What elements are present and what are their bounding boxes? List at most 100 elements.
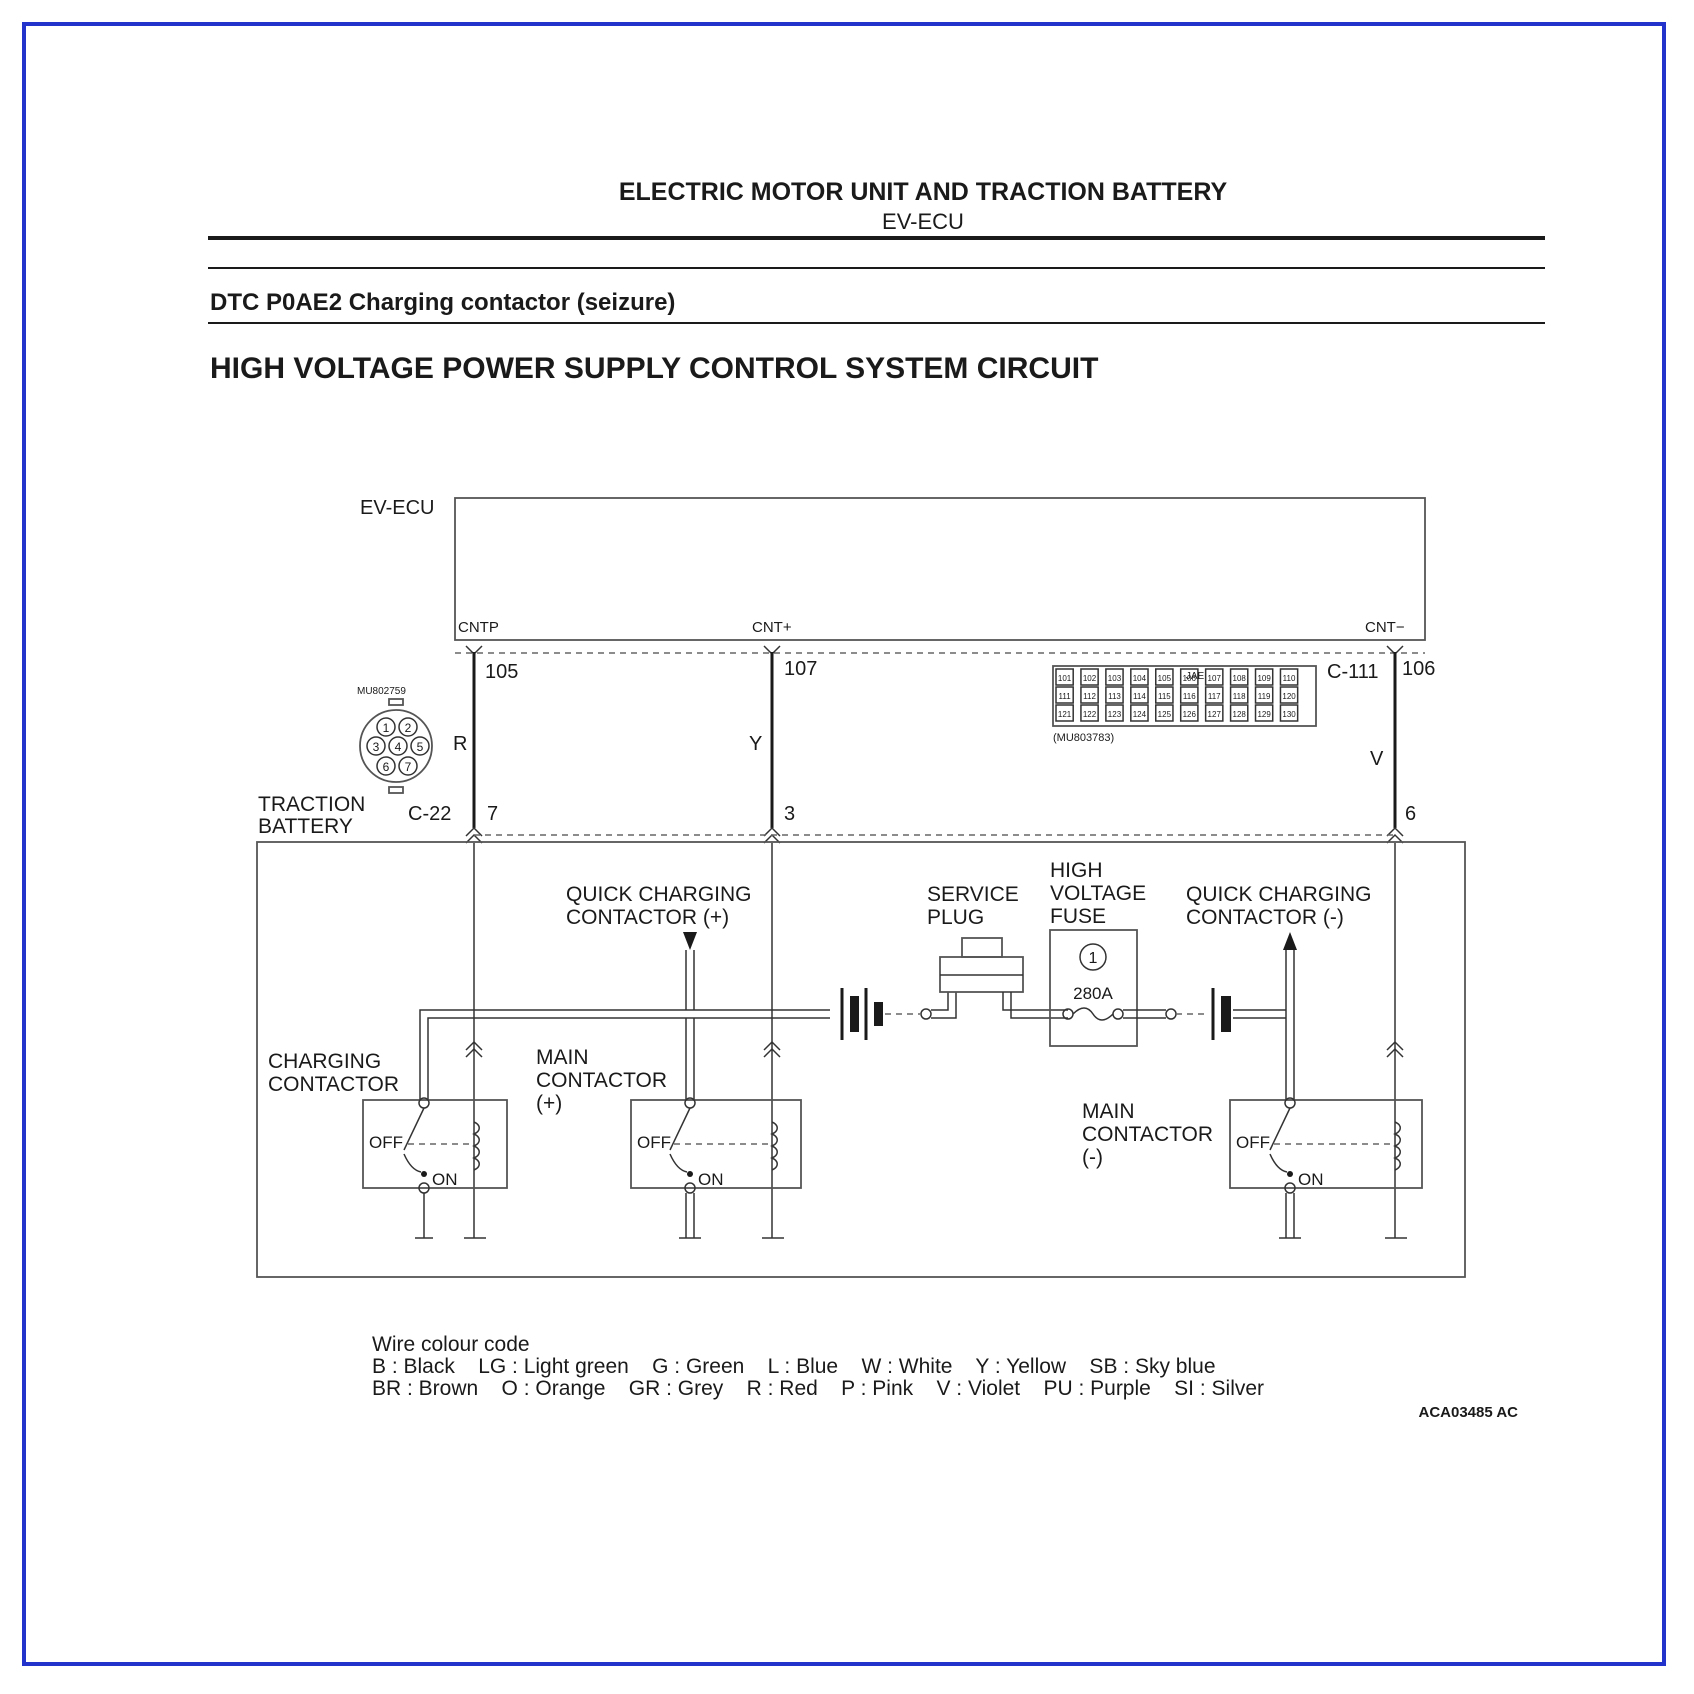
pin-105: 105 — [485, 661, 518, 683]
hv-fuse-label-3: FUSE — [1050, 905, 1106, 928]
arrow-down-icon — [683, 932, 697, 950]
c111-pin-number: 128 — [1233, 710, 1247, 719]
c111-pin-cell — [1179, 668, 1199, 686]
c111-pin-cell — [1055, 686, 1074, 704]
wire-y — [763, 645, 781, 844]
c111-pin-number: 125 — [1158, 710, 1172, 719]
c111-pin-number: 112 — [1083, 692, 1096, 701]
terminal-cnt-plus: CNT+ — [752, 619, 792, 636]
on-label: ON — [1298, 1170, 1324, 1189]
c111-pin-cell — [1229, 668, 1249, 686]
service-plug-label-2: PLUG — [927, 906, 984, 929]
quick-minus-label-2: CONTACTOR (-) — [1186, 906, 1344, 929]
c111-pin-cell — [1179, 704, 1199, 722]
c111-pin-number: 114 — [1133, 692, 1146, 701]
on-label: ON — [698, 1170, 724, 1189]
c111-pin-cell — [1279, 704, 1299, 722]
c22-pin-circle — [388, 736, 408, 756]
service-plug: SERVICE PLUG — [927, 883, 1068, 1019]
c111-pin-cell — [1080, 704, 1099, 722]
c111-pin-cell — [1279, 686, 1299, 704]
pin-3: 3 — [784, 803, 795, 825]
relay-main-contactor-plus: OFF ON — [630, 1097, 802, 1239]
traction-battery-box — [256, 841, 1466, 1278]
main-plus-label-1: MAIN — [536, 1046, 589, 1069]
c111-pin-cell — [1254, 668, 1274, 686]
c22-pin-number: 6 — [383, 760, 390, 774]
c111-pin-cell — [1254, 704, 1274, 722]
wire-color-v: V — [1370, 748, 1384, 770]
c111-pin-cell — [1254, 686, 1274, 704]
coil-line-main-plus — [762, 843, 784, 1239]
on-label: ON — [432, 1170, 458, 1189]
c111-pin-number: 104 — [1133, 674, 1147, 683]
c111-brand: JAE — [1186, 671, 1205, 682]
c111-pin-cell — [1155, 668, 1174, 686]
wire-color-r: R — [453, 733, 467, 755]
c111-pin-number: 118 — [1233, 692, 1246, 701]
dtc-title: DTC P0AE2 Charging contactor (seizure) — [210, 289, 675, 316]
hv-bus-negative — [1233, 950, 1295, 1100]
figure-id: ACA03485 AC — [1419, 1404, 1519, 1421]
pin-106: 106 — [1402, 658, 1435, 680]
c111-pin-number: 109 — [1257, 674, 1271, 683]
section-title: ELECTRIC MOTOR UNIT AND TRACTION BATTERY — [619, 178, 1228, 206]
quick-plus-label-1: QUICK CHARGING — [566, 883, 752, 906]
c111-part: (MU803783) — [1053, 732, 1114, 744]
c111-pin-cell — [1130, 704, 1149, 722]
c111-pin-number: 101 — [1058, 674, 1072, 683]
pin-6: 6 — [1405, 803, 1416, 825]
c111-pin-number: 110 — [1283, 674, 1296, 683]
c22-pin-circle — [398, 756, 418, 776]
c22-pin-number: 2 — [405, 721, 412, 735]
c111-pin-cell — [1204, 668, 1224, 686]
c111-pin-cell — [1155, 704, 1174, 722]
page-border — [22, 22, 1666, 1666]
c22-pin-circle — [376, 756, 396, 776]
battery-cell-1 — [840, 988, 932, 1040]
c111-pin-cell — [1130, 686, 1149, 704]
quick-minus-label-1: QUICK CHARGING — [1186, 883, 1372, 906]
coil-line-main-minus — [1385, 843, 1407, 1239]
c22-pin-circle — [376, 717, 396, 737]
c22-pin-circle — [366, 736, 386, 756]
main-plus-label-2: CONTACTOR — [536, 1069, 667, 1092]
hv-fuse-label-2: VOLTAGE — [1050, 882, 1146, 905]
hv-fuse-label-1: HIGH — [1050, 859, 1103, 882]
wire-color-y: Y — [749, 733, 762, 755]
battery-label-2: BATTERY — [258, 815, 353, 838]
c111-pin-number: 122 — [1083, 710, 1097, 719]
legend-row-2: BR : Brown O : Orange GR : Grey R : Red … — [372, 1377, 1264, 1400]
ecu-box — [454, 497, 1426, 641]
c111-pin-cell — [1130, 668, 1149, 686]
section-subtitle: EV-ECU — [882, 209, 964, 234]
pin-107: 107 — [784, 658, 817, 680]
off-label: OFF — [369, 1133, 403, 1152]
c22-pin-circle — [398, 717, 418, 737]
arrow-up-icon — [1283, 932, 1297, 950]
battery-label-1: TRACTION — [258, 793, 365, 816]
c111-pin-cell — [1105, 686, 1124, 704]
c111-pin-cell — [1204, 704, 1224, 722]
relay-charging-contactor: OFF ON — [362, 1097, 508, 1239]
c22-part: MU802759 — [357, 686, 406, 697]
legend-row-1: B : Black LG : Light green G : Green L :… — [372, 1355, 1216, 1378]
pin-7: 7 — [487, 803, 498, 825]
c22-pin-number: 5 — [417, 740, 424, 754]
battery-cell-2 — [1176, 988, 1231, 1040]
c111-pin-number: 116 — [1183, 692, 1196, 701]
c111-pin-cell — [1105, 668, 1124, 686]
legend-title: Wire colour code — [372, 1333, 530, 1356]
c111-pin-cell — [1080, 668, 1099, 686]
c111-pin-cell — [1055, 704, 1074, 722]
c111-pin-number: 108 — [1233, 674, 1247, 683]
coil-line-charging — [464, 843, 486, 1239]
c111-pin-number: 106 — [1183, 674, 1197, 683]
hv-bus-positive — [419, 950, 830, 1100]
c111-pin-number: 107 — [1208, 674, 1222, 683]
main-minus-label-1: MAIN — [1082, 1100, 1135, 1123]
c111-pin-cell — [1105, 704, 1124, 722]
